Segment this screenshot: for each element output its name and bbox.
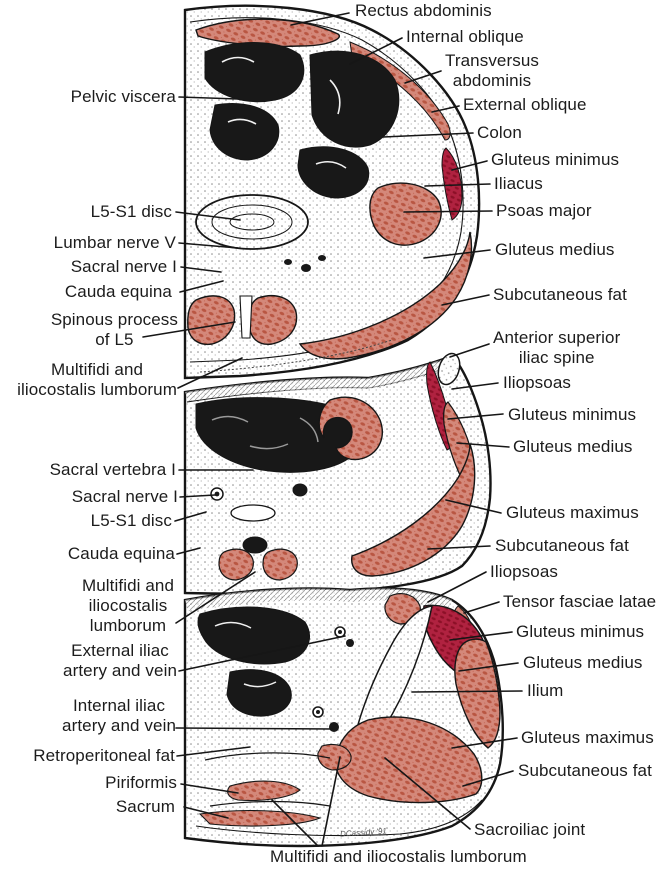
label-sacroiliac-joint: Sacroiliac joint [474,820,586,839]
label-spinous-process-l5: Spinous process of L5 [50,310,178,349]
label-multifidi-bottom: Multifidi and iliocostalis lumborum [270,847,527,866]
cross-section-3 [183,587,504,848]
label-subcutaneous-fat-2: Subcutaneous fat [495,536,629,555]
label-subcutaneous-fat-1: Subcutaneous fat [493,285,627,304]
label-subcutaneous-fat-3: Subcutaneous fat [518,761,652,780]
label-psoas-major: Psoas major [496,201,592,220]
label-retroperitoneal-fat: Retroperitoneal fat [33,746,175,765]
label-sacral-nerve-i-1: Sacral nerve I [70,257,177,276]
label-gluteus-medius-2: Gluteus medius [513,437,633,456]
label-gluteus-minimus-3: Gluteus minimus [516,622,645,641]
label-external-oblique: External oblique [463,95,587,114]
leader-lines [142,12,523,847]
label-transversus-abdominis: Transversus abdominis [445,51,539,90]
label-colon: Colon [477,123,522,142]
label-gluteus-maximus-1: Gluteus maximus [506,503,639,522]
label-cauda-equina-1: Cauda equina [64,282,172,301]
label-iliopsoas-2: Iliopsoas [490,562,558,581]
label-sacrum: Sacrum [115,797,175,816]
label-piriformis: Piriformis [105,773,177,792]
label-ilium: Ilium [527,681,564,700]
label-internal-iliac: Internal iliac artery and vein [62,696,176,735]
label-tensor-fasciae-latae: Tensor fasciae latae [503,592,657,611]
label-gluteus-minimus-2: Gluteus minimus [508,405,637,424]
label-lumbar-nerve-v: Lumbar nerve V [53,233,176,252]
label-anterior-superior-iliac-spine: Anterior superior iliac spine [493,328,621,367]
cross-section-2 [183,352,492,595]
label-l5s1-disc-2: L5-S1 disc [90,511,172,530]
label-gluteus-minimus-1: Gluteus minimus [491,150,620,169]
label-iliopsoas-1: Iliopsoas [503,373,571,392]
label-sacral-vertebra-i: Sacral vertebra I [49,460,176,479]
label-external-iliac: External iliac artery and vein [63,641,177,680]
label-iliacus: Iliacus [494,174,543,193]
label-l5s1-disc-1: L5-S1 disc [90,202,172,221]
label-multifidi-1: Multifidi and iliocostalis lumborum [17,360,177,399]
label-cauda-equina-2: Cauda equina [67,544,175,563]
label-pelvic-viscera: Pelvic viscera [70,87,176,106]
label-multifidi-2: Multifidi and iliocostalis lumborum [81,576,174,635]
label-gluteus-maximus-2: Gluteus maximus [521,728,654,747]
label-gluteus-medius-3: Gluteus medius [523,653,643,672]
label-gluteus-medius-1: Gluteus medius [495,240,615,259]
label-sacral-nerve-i-2: Sacral nerve I [71,487,178,506]
cross-section-1 [183,4,481,380]
label-internal-oblique: Internal oblique [406,27,524,46]
label-rectus-abdominis: Rectus abdominis [355,1,492,20]
